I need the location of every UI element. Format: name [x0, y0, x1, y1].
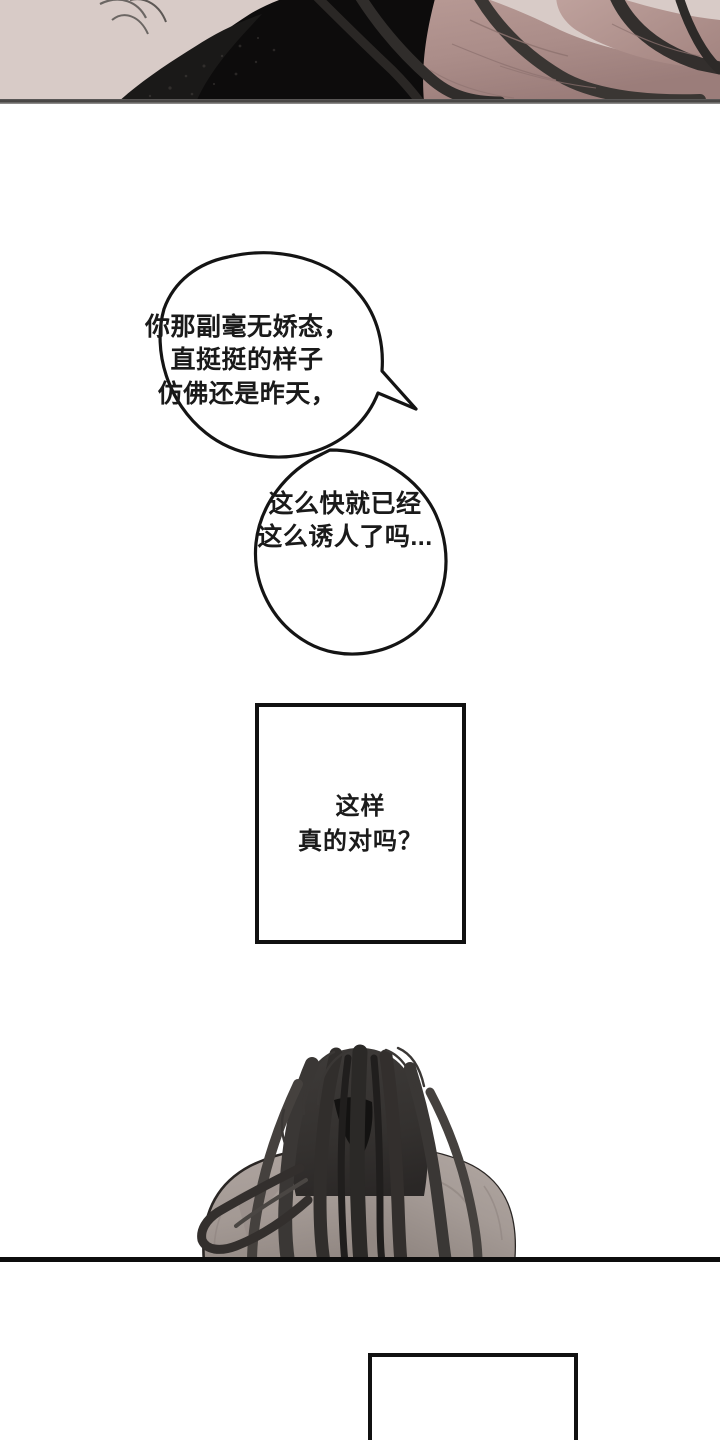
figure-illustration — [0, 1000, 720, 1262]
thought-caption-text: 这样 真的对吗？ — [298, 793, 423, 855]
speech-bubble-upper-text: 你那副毫无娇态， 直挺挺的样子 仿佛还是昨天， — [144, 313, 349, 408]
speech-bubble-outlines — [158, 251, 448, 656]
top-art-illustration — [0, 0, 720, 102]
top-art-panel — [0, 0, 720, 102]
speech-bubble-lower-text: 这么快就已经 这么诱人了吗... — [257, 490, 433, 552]
figure-art-panel — [0, 1000, 720, 1262]
next-panel-box — [368, 1353, 578, 1440]
speech-bubble-group: 你那副毫无娇态， 直挺挺的样子 仿佛还是昨天， 这么快就已经 这么诱人了吗... — [110, 243, 480, 663]
top-panel-edge-line — [0, 99, 720, 104]
thought-caption-box: 这样 真的对吗？ — [255, 703, 466, 944]
panel-divider-rule — [0, 1257, 720, 1262]
